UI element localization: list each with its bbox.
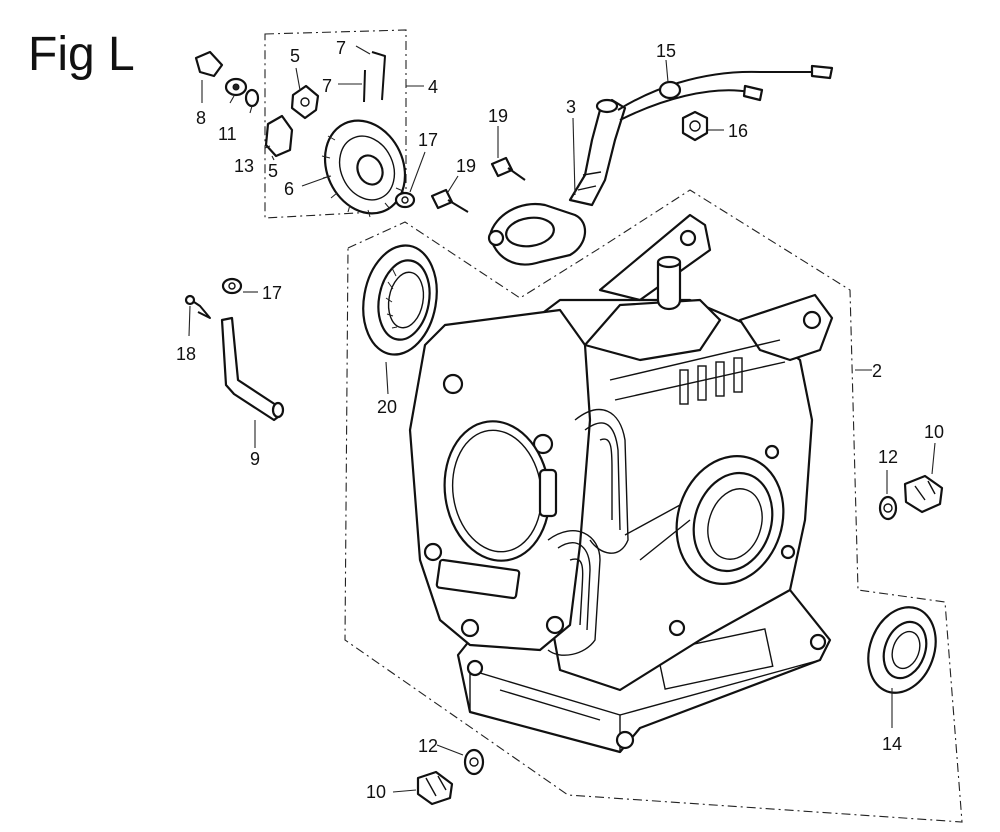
callout-10-right: 10 [924, 422, 944, 442]
callout-5-lower: 5 [268, 161, 278, 181]
callout-2: 2 [872, 361, 882, 381]
callout-19-lower: 19 [456, 156, 476, 176]
callout-3: 3 [566, 97, 576, 117]
callout-15: 15 [656, 41, 676, 61]
callout-6: 6 [284, 179, 294, 199]
callout-7-upper: 7 [336, 38, 346, 58]
callout-18: 18 [176, 344, 196, 364]
callout-12-bottom: 12 [418, 736, 438, 756]
callout-13: 13 [234, 156, 254, 176]
callout-labels: 7 5 7 4 8 11 13 5 6 17 15 3 19 19 16 17 … [176, 38, 944, 802]
flange-bolt [430, 156, 526, 213]
oil-seal [867, 606, 937, 694]
leader-lines [188, 45, 936, 793]
callout-20: 20 [377, 397, 397, 417]
callout-4: 4 [428, 77, 438, 97]
callout-10-bottom: 10 [366, 782, 386, 802]
nut [681, 110, 709, 142]
callout-19-upper: 19 [488, 106, 508, 126]
figure-title: Fig L [28, 28, 135, 81]
breather-tube [487, 64, 834, 266]
callout-17-upper: 17 [418, 130, 438, 150]
drain-bolt-lower [416, 748, 485, 806]
callout-16: 16 [728, 121, 748, 141]
callout-8: 8 [196, 108, 206, 128]
drain-bolt [878, 474, 944, 521]
callout-7-lower: 7 [322, 76, 332, 96]
callout-11: 11 [218, 124, 237, 144]
governor-shaft [184, 277, 285, 422]
governor-assembly [194, 50, 416, 218]
callout-17-mid: 17 [262, 283, 282, 303]
callout-5-upper: 5 [290, 46, 300, 66]
callout-14: 14 [882, 734, 902, 754]
assembly-boundary [264, 29, 963, 823]
callout-9: 9 [250, 449, 260, 469]
crankcase [408, 213, 834, 754]
ball-bearing [362, 244, 438, 356]
callout-12-right: 12 [878, 447, 898, 467]
